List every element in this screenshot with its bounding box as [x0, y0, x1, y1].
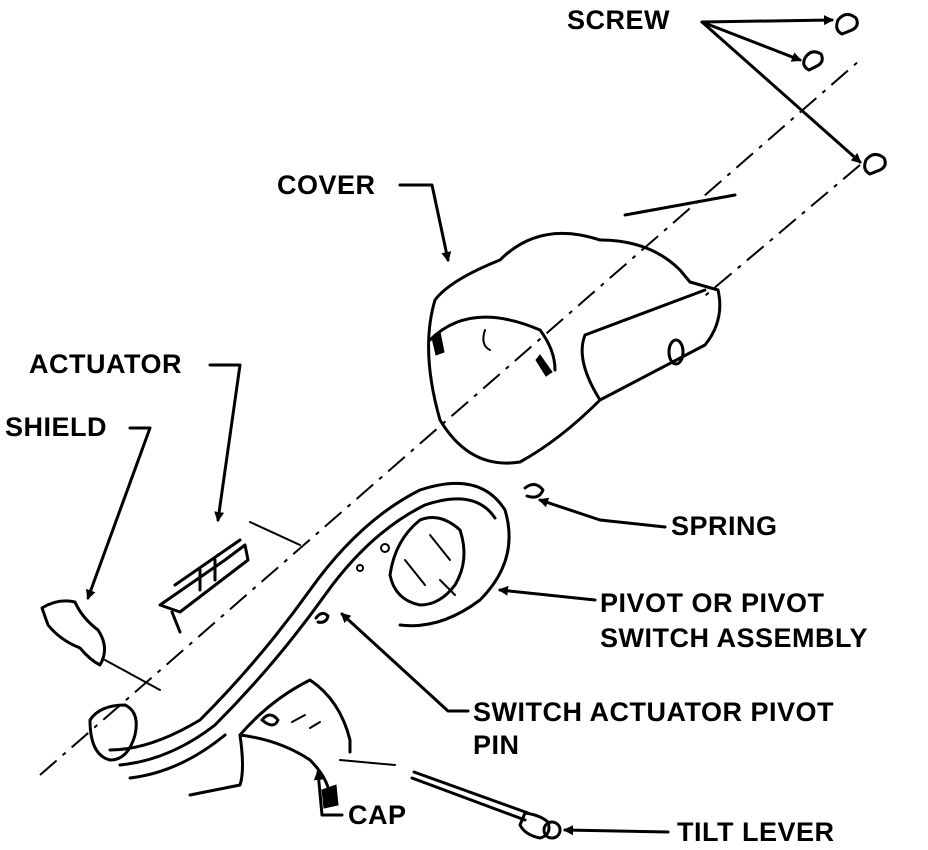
pivot-pin-label-line1: SWITCH ACTUATOR PIVOT [473, 697, 834, 727]
pivot-label-line2: SWITCH ASSEMBLY [600, 623, 869, 653]
tilt-lever-part [410, 770, 562, 840]
actuator-part [158, 521, 301, 634]
shield-label: SHIELD [5, 412, 108, 442]
pivot-pin-label-line2: PIN [473, 730, 520, 760]
pivot-label-line1: PIVOT OR PIVOT [600, 588, 825, 618]
shield-part [40, 599, 161, 691]
cover-part [427, 193, 737, 465]
cover-axis-line [699, 164, 861, 301]
tilt-lever-label: TILT LEVER [677, 817, 835, 847]
centerline [39, 59, 861, 776]
cap-label: CAP [348, 800, 407, 830]
spring-label: SPRING [671, 511, 778, 541]
screw-label: SCREW [567, 5, 670, 35]
pivot-switch-assembly-part [88, 481, 511, 780]
leader-lines [86, 15, 862, 836]
spring-part [523, 483, 545, 499]
cap-part [188, 678, 396, 809]
actuator-label: ACTUATOR [29, 349, 182, 379]
screw-parts [802, 13, 887, 176]
cover-label: COVER [277, 170, 376, 200]
pivot-pin-part [314, 611, 330, 624]
